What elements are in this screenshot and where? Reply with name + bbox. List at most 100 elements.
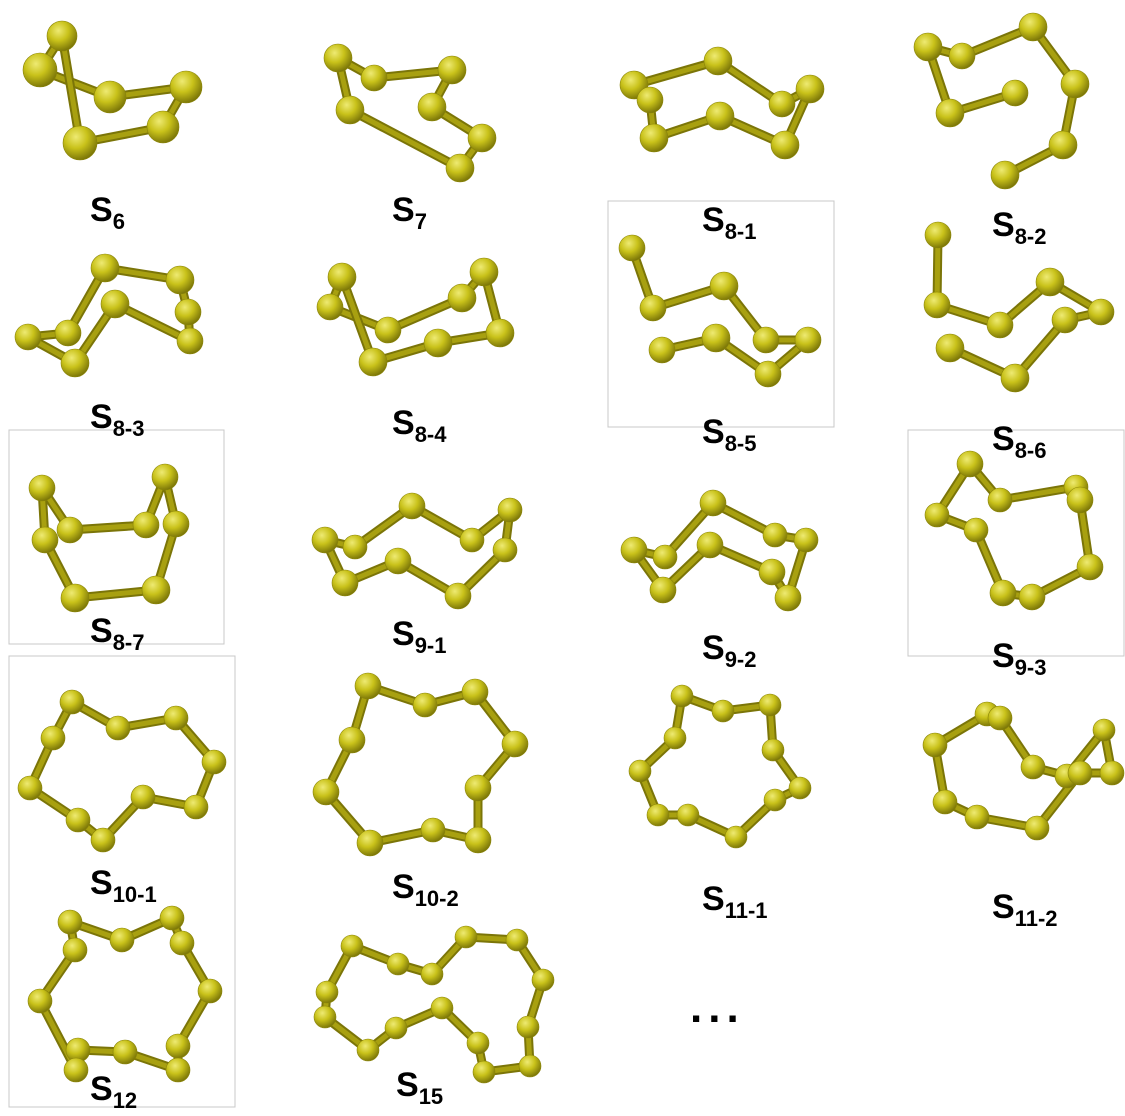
atom-s8-3-6	[100, 289, 130, 319]
atom-s9-1-1	[342, 534, 368, 560]
atom-s8-3-4	[174, 298, 202, 326]
atom-s7-1	[360, 64, 388, 92]
atom-s15-3	[454, 925, 478, 949]
atom-s7-4	[467, 123, 497, 153]
atom-s15-9	[466, 1031, 490, 1055]
atom-s11-2-6	[1067, 760, 1093, 786]
atom-s11-1-6	[724, 825, 748, 849]
atom-s15-2	[420, 962, 444, 986]
atom-s11-1-8	[646, 803, 670, 827]
atom-s12-10	[27, 988, 53, 1014]
atom-s9-1-7	[384, 547, 412, 575]
atom-s8-6-2	[986, 311, 1014, 339]
atom-s10-2-3	[501, 730, 529, 758]
atom-s6-2	[93, 80, 127, 114]
atom-s11-1-9	[628, 759, 652, 783]
atom-s8-7-0	[28, 474, 56, 502]
label-s8-7: S8-7	[90, 612, 144, 655]
atom-s8-7-4	[162, 510, 190, 538]
molecules-layer	[14, 12, 1125, 1084]
atom-s11-1-5	[763, 788, 787, 812]
atom-s8-5-5	[754, 360, 782, 388]
label-s7: S7	[392, 191, 427, 234]
label-s10-2: S10-2	[392, 868, 459, 911]
label-s8-3: S8-3	[90, 398, 144, 441]
atom-s8-2-1	[935, 98, 965, 128]
label-s11-2: S11-2	[992, 888, 1058, 931]
atom-s15-7	[518, 1054, 542, 1078]
atom-s8-3-7	[60, 348, 90, 378]
label-s8-1: S8-1	[702, 201, 756, 244]
atom-s9-3-1	[987, 487, 1013, 513]
atom-s12-6	[165, 1057, 191, 1083]
bond-core-s9-3-1	[997, 484, 1079, 503]
atom-s12-9	[63, 1057, 89, 1083]
atom-s9-2-6	[758, 558, 786, 586]
atom-s8-2-4	[1018, 12, 1048, 42]
atom-s8-6-1	[923, 291, 951, 319]
molecule-s15	[313, 925, 555, 1084]
atom-s12-3	[169, 930, 195, 956]
molecule-s8-4	[316, 257, 515, 377]
atom-s12-4	[197, 978, 223, 1004]
atom-s15-4	[505, 928, 529, 952]
atom-s8-6-7	[935, 333, 965, 363]
atom-s10-2-6	[420, 817, 446, 843]
atom-s8-2-7	[990, 160, 1020, 190]
molecule-s8-2	[913, 12, 1090, 190]
atom-s8-7-7	[31, 526, 59, 554]
label-s9-3: S9-3	[992, 637, 1046, 680]
atom-s6-0	[46, 20, 78, 52]
atom-s8-5-1	[639, 294, 667, 322]
atom-s7-5	[445, 153, 475, 183]
atom-s10-1-0	[59, 689, 85, 715]
atom-s8-5-6	[701, 323, 731, 353]
atom-s9-1-5	[492, 537, 518, 563]
atom-s9-1-6	[444, 582, 472, 610]
frame-s8-5	[607, 200, 835, 428]
molecule-s11-2	[922, 701, 1125, 841]
atom-s9-1-2	[398, 492, 426, 520]
atom-s11-1-2	[758, 693, 782, 717]
molecule-s8-6	[923, 221, 1115, 393]
atom-s8-3-3	[165, 265, 195, 295]
label-s8-4: S8-4	[392, 404, 447, 447]
atom-s9-1-0	[311, 526, 339, 554]
atom-s8-3-2	[90, 253, 120, 283]
atom-s8-6-3	[1035, 267, 1065, 297]
atom-s10-1-1	[105, 715, 131, 741]
atom-s11-2-9	[932, 789, 958, 815]
atom-s8-6-4	[1087, 298, 1115, 326]
atom-s11-2-8	[964, 804, 990, 830]
atom-s7-0	[323, 43, 353, 73]
bond-core-s7-5	[347, 107, 463, 171]
molecule-s8-7	[28, 463, 190, 613]
label-s12: S12	[90, 1070, 137, 1113]
atom-s7-6	[335, 95, 365, 125]
atom-s8-2-5	[1060, 69, 1090, 99]
molecule-s11-1	[628, 684, 812, 849]
atom-s9-3-3	[1066, 486, 1094, 514]
atom-s9-1-8	[331, 569, 359, 597]
ellipsis: ...	[690, 983, 745, 1032]
atom-s11-1-1	[711, 699, 735, 723]
atom-s8-3-5	[176, 327, 204, 355]
atom-s11-1-7	[676, 803, 700, 827]
atom-s10-1-8	[17, 775, 43, 801]
molecule-s8-1	[619, 46, 825, 160]
atom-s8-1-2	[768, 90, 796, 118]
atom-s10-2-1	[412, 692, 438, 718]
atom-s8-3-1	[54, 319, 82, 347]
atom-s10-2-8	[312, 778, 340, 806]
atom-s6-1	[22, 52, 58, 88]
atom-s9-2-4	[793, 527, 819, 553]
atom-s9-1-4	[497, 497, 523, 523]
atom-s12-2	[159, 905, 185, 931]
atom-s10-2-7	[356, 829, 384, 857]
atom-s15-0	[340, 934, 364, 958]
atom-s10-1-5	[130, 784, 156, 810]
atom-s10-2-9	[338, 726, 366, 754]
atom-s11-1-10	[663, 726, 687, 750]
atom-s9-2-5	[774, 584, 802, 612]
atom-s11-2-10	[922, 732, 948, 758]
